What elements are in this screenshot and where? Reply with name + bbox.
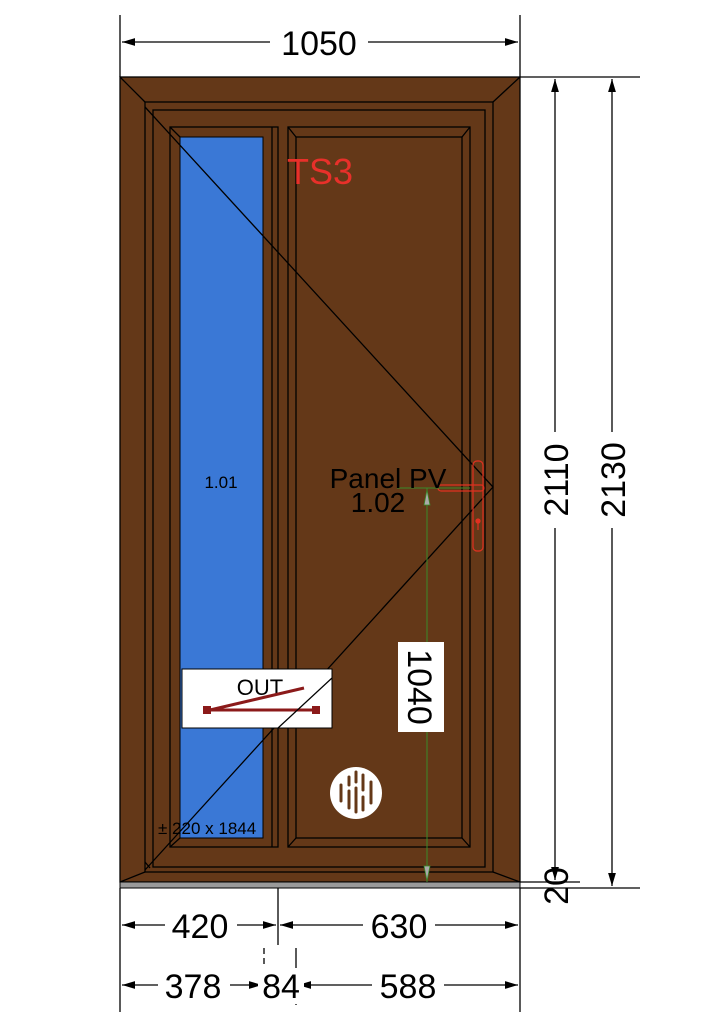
bottom-dimensions-row-1: 420 630 — [119, 888, 521, 1012]
glass-size-label: ± 220 x 1844 — [158, 819, 256, 838]
panel-number: 1.02 — [351, 487, 406, 518]
svg-text:1050: 1050 — [281, 25, 357, 63]
svg-text:630: 630 — [371, 908, 428, 946]
svg-text:588: 588 — [380, 968, 437, 1006]
opening-direction-box: OUT — [181, 668, 333, 729]
handle-height-dimension: 1040 — [397, 487, 470, 882]
vent-icon — [330, 767, 382, 819]
svg-text:OUT: OUT — [237, 675, 283, 700]
threshold — [119, 881, 521, 889]
handle-height-label: 1040 — [400, 649, 438, 725]
svg-text:2130: 2130 — [595, 442, 633, 518]
panel-label: Panel PV — [330, 463, 447, 494]
bottom-dimensions-row-2: 378 84 588 — [122, 948, 518, 1006]
svg-text:378: 378 — [165, 968, 222, 1006]
svg-text:420: 420 — [172, 908, 229, 946]
right-dimensions: 2110 2130 20 — [520, 76, 640, 905]
svg-text:2110: 2110 — [538, 443, 576, 516]
opening-lines — [144, 106, 494, 871]
svg-text:20: 20 — [538, 867, 576, 905]
overall-width-dimension: 1050 — [119, 15, 521, 77]
sidelight-label: 1.01 — [204, 473, 237, 492]
type-label: TS3 — [287, 151, 353, 192]
svg-text:84: 84 — [262, 968, 300, 1006]
